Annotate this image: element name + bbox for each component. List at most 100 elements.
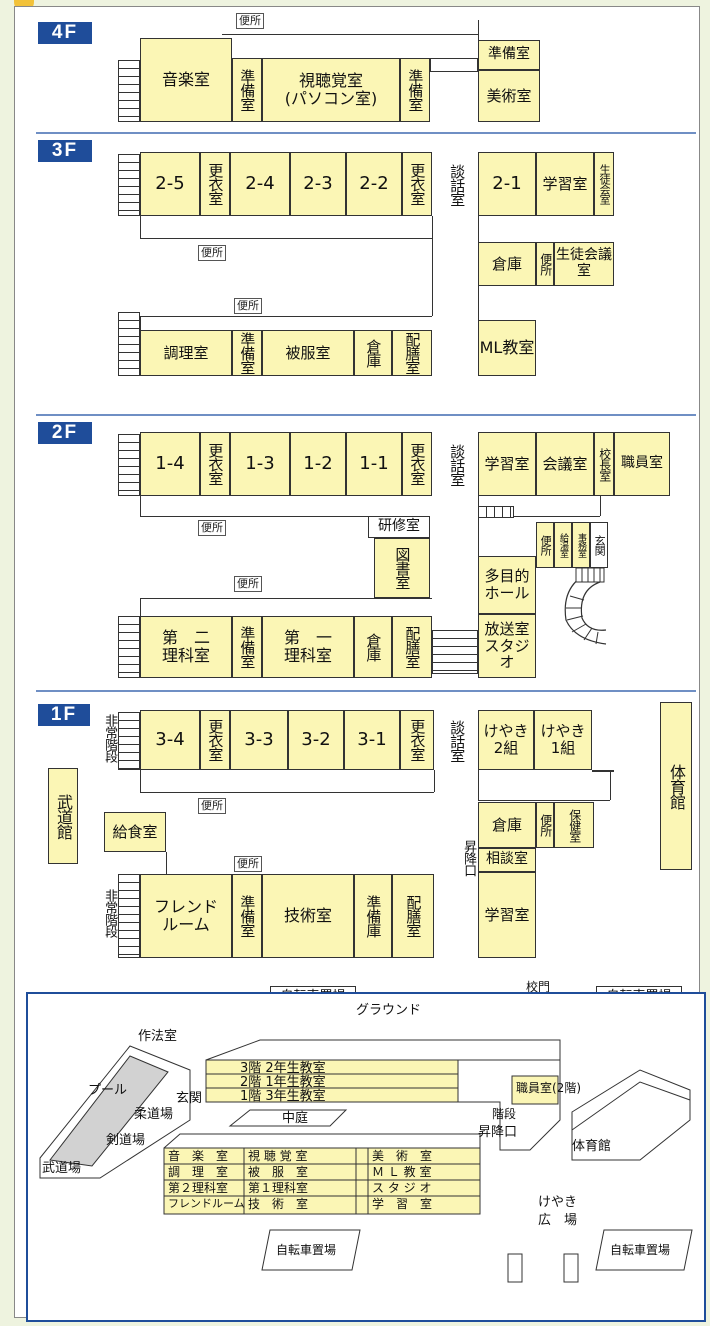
label-3f-rooms: 3階 2年生教室 <box>240 1061 326 1076</box>
room-label: 配膳室 <box>403 332 422 374</box>
corridor-line <box>140 316 432 317</box>
room-art: 美術室 <box>478 70 540 122</box>
room-storage-2f: 倉庫 <box>354 616 392 678</box>
room-label: 保健室 <box>567 808 582 842</box>
room-study-1f: 学習室 <box>478 872 536 958</box>
corridor-line <box>478 216 479 242</box>
room-label: 校長室 <box>597 447 612 481</box>
room-prep-2f: 準備室 <box>232 616 262 678</box>
overview-table-cell: 美 術 室 <box>372 1149 433 1163</box>
room-label: 便所 <box>538 253 553 275</box>
corridor-line <box>478 770 479 800</box>
room-2-5: 2-5 <box>140 152 200 216</box>
stairs-2f <box>118 434 140 496</box>
room-label: 配膳室 <box>404 895 423 937</box>
lounge-2f: 談話室 <box>442 430 472 500</box>
toilet-1f-a: 便所 <box>198 798 226 814</box>
room-toilet-1f: 便所 <box>536 802 554 848</box>
overview-table-cell: 被 服 室 <box>248 1165 309 1179</box>
room-label: 準備室 <box>406 69 425 111</box>
room-label: けやき <box>483 722 529 741</box>
room-label: 配膳室 <box>403 626 422 668</box>
emergency-stairs-1f: 非常階段 <box>100 706 118 770</box>
label-staff: 職員室(2階) <box>516 1081 581 1095</box>
corridor-line <box>610 770 611 800</box>
label-bike-2: 自転車置場 <box>610 1243 671 1257</box>
room-label: 更衣室 <box>206 443 225 485</box>
overview-table-cell: 学 習 室 <box>372 1197 433 1211</box>
room-prep-3f: 準備室 <box>232 330 262 376</box>
corridor-line <box>478 496 479 556</box>
room-changing-2f: 更衣室 <box>200 432 230 496</box>
overview-table-cell: 第２理科室 <box>168 1181 229 1195</box>
toilet-2f-b: 便所 <box>234 576 262 592</box>
room-label: 更衣室 <box>206 163 225 205</box>
room-label: フレンド <box>153 897 218 917</box>
room-3-1: 3-1 <box>344 710 400 770</box>
room-multipurpose: 多目的ホール <box>478 556 536 614</box>
room-label: 第 二 <box>161 628 210 648</box>
room-label: 倉庫 <box>364 339 383 367</box>
room-label: 1組 <box>550 739 576 757</box>
room-storage-1f: 倉庫 <box>478 802 536 848</box>
corridor-line <box>140 238 432 239</box>
corridor-line <box>432 216 433 316</box>
label-1f-rooms: 1階 3年生教室 <box>240 1089 326 1104</box>
room-label: 第 一 <box>283 628 332 648</box>
school-gate-label: 校門 <box>525 980 550 995</box>
corridor <box>430 58 478 72</box>
room-label: 視聴覚室 <box>298 71 363 91</box>
building-gym: 体育館 <box>660 702 692 870</box>
room-label: 準備室 <box>238 626 257 668</box>
label-sahou: 作法室 <box>138 1029 178 1044</box>
room-kettle: 給湯室 <box>554 522 572 568</box>
room-serving-1f: 配膳室 <box>392 874 434 958</box>
room-label: 玄関 <box>593 535 607 555</box>
room-2-3: 2-3 <box>290 152 346 216</box>
room-prep-4f-right: 準備室 <box>400 58 430 122</box>
room-label: 更衣室 <box>408 719 427 761</box>
room-changing-2: 更衣室 <box>402 152 432 216</box>
corridor-line <box>140 316 141 330</box>
stairs-2f-b <box>118 616 140 678</box>
room-label: 給湯室 <box>558 533 569 557</box>
room-label: 準備室 <box>238 895 257 937</box>
room-sewing: 被服室 <box>262 330 354 376</box>
room-3-2: 3-2 <box>288 710 344 770</box>
room-1-4: 1-4 <box>140 432 200 496</box>
room-label: 図書室 <box>393 547 412 589</box>
room-label: 便所 <box>538 814 553 836</box>
room-changing-1f: 更衣室 <box>200 710 230 770</box>
room-label: 更衣室 <box>408 443 427 485</box>
room-changing: 更衣室 <box>200 152 230 216</box>
overview-table-cell: Ｍ Ｌ 教 室 <box>372 1165 432 1179</box>
overview-table-cell: 第１理科室 <box>248 1181 309 1195</box>
corridor-line <box>434 770 435 792</box>
room-1-3: 1-3 <box>230 432 290 496</box>
corridor-line <box>600 496 601 516</box>
floor-label-3f: 3F <box>38 140 92 162</box>
room-label: 武道館 <box>53 793 73 839</box>
room-label: 事務室 <box>576 533 587 557</box>
floor-label-2f: 2F <box>38 422 92 444</box>
room-training: 研修室 <box>368 516 430 538</box>
label-plaza: 広 場 <box>538 1213 578 1228</box>
floor-label-4f: 4F <box>38 22 92 44</box>
lounge-1f: 談話室 <box>442 708 472 774</box>
label-stairs: 階段 <box>492 1107 517 1121</box>
corridor-line <box>140 598 141 616</box>
room-toilet-2f: 便所 <box>536 522 554 568</box>
room-study-3f: 学習室 <box>536 152 594 216</box>
toilet-3f-b: 便所 <box>234 298 262 314</box>
room-keyaki-2: けやき 2組 <box>478 710 534 770</box>
room-2-2: 2-2 <box>346 152 402 216</box>
room-label: 生徒会室 <box>598 164 612 204</box>
room-prep-4f: 準備室 <box>232 58 262 122</box>
room-library: 図書室 <box>374 538 430 598</box>
room-label: 談話室 <box>448 720 467 762</box>
label-2f-rooms: 2階 1年生教室 <box>240 1075 326 1090</box>
corridor-line <box>478 286 479 320</box>
overview-table-cell: 技 術 室 <box>248 1197 309 1211</box>
corridor-line <box>140 792 434 793</box>
